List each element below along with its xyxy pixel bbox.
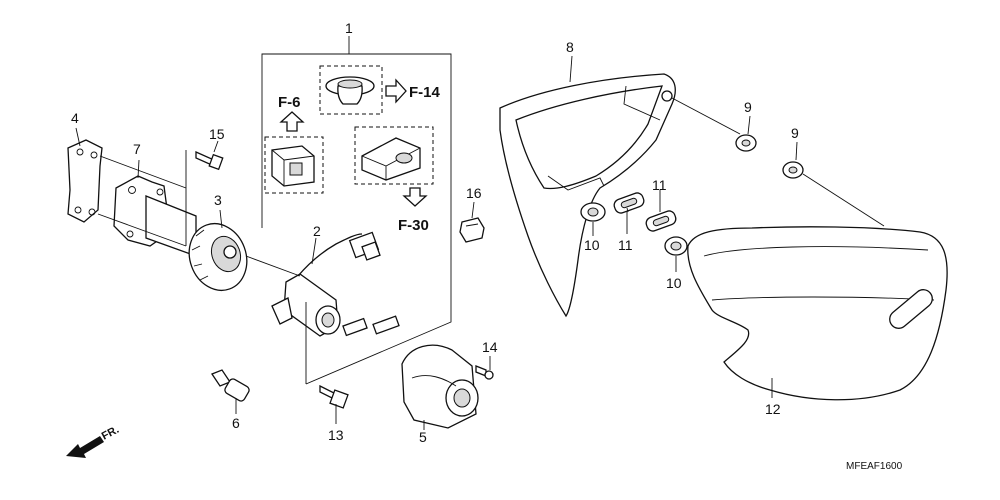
side-cover-12: [687, 226, 948, 401]
reference-f30: F-30: [398, 217, 429, 234]
callout-10a: 10: [584, 237, 600, 253]
arrow-up-icon: [279, 111, 305, 132]
bolt-13: [319, 384, 349, 409]
callout-8: 8: [566, 39, 574, 55]
callout-11a: 11: [618, 237, 633, 253]
callout-5: 5: [419, 429, 427, 445]
assembly-bracket-1: [261, 36, 452, 385]
grommet-11b: [645, 210, 677, 232]
screw-14: [475, 365, 494, 380]
front-arrow-icon: [66, 436, 104, 458]
callout-16: 16: [466, 185, 482, 201]
callout-11b: 11: [652, 177, 667, 193]
grommet-10a: [580, 202, 606, 222]
arrow-right-icon: [385, 78, 407, 104]
callout-9a: 9: [744, 99, 752, 115]
grommet-9b: [782, 161, 885, 227]
grommet-11a: [613, 192, 645, 214]
key-cylinder-2: [271, 231, 400, 337]
grommet-10b: [664, 236, 688, 256]
callout-9b: 9: [791, 125, 799, 141]
grommet-9a: [735, 134, 757, 152]
callout-13: 13: [328, 427, 344, 443]
diagram-code: MFEAF1600: [846, 461, 903, 472]
ref-box-f14: [319, 65, 383, 115]
ref-box-f30: [354, 126, 434, 185]
arrow-down-icon: [402, 187, 428, 207]
bracket-7: [113, 175, 197, 257]
callout-3: 3: [214, 192, 222, 208]
holder-part: [271, 145, 315, 187]
leader-lines-left: [75, 127, 491, 430]
callout-10b: 10: [666, 275, 682, 291]
switch-cover-5: [401, 344, 479, 429]
callout-14: 14: [482, 339, 498, 355]
callout-6: 6: [232, 415, 240, 431]
bracket-plate-4: [67, 139, 103, 223]
leader-lines-right: [569, 55, 798, 398]
callout-4: 4: [71, 110, 79, 126]
front-label: FR.: [100, 424, 121, 443]
callout-12: 12: [765, 401, 781, 417]
switch-cover-part: [361, 137, 421, 181]
reference-f6: F-6: [278, 94, 301, 111]
ref-box-f6: [264, 136, 324, 194]
ignition-body-3: [188, 222, 248, 292]
callout-2: 2: [313, 223, 321, 239]
clip-16: [459, 217, 485, 243]
callout-15: 15: [209, 126, 225, 142]
bolt-15: [195, 150, 224, 171]
reference-f14: F-14: [409, 84, 441, 101]
callout-1: 1: [345, 20, 353, 36]
key-6: [211, 369, 250, 402]
callout-7: 7: [133, 141, 141, 157]
clip-part: [325, 76, 375, 105]
